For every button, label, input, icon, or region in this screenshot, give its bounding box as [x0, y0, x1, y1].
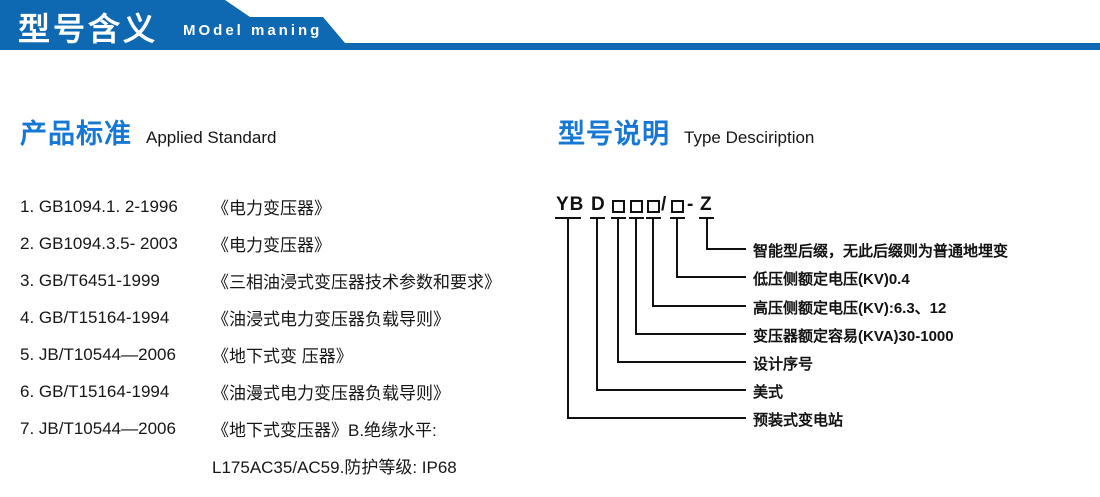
standard-item: 2. GB1094.3.5- 2003 《电力变压器》	[20, 225, 501, 262]
connector-vline-box4	[676, 217, 678, 278]
applied-standard-heading: 产品标准 Applied Standard	[20, 112, 276, 151]
page-title: 型号含义	[18, 11, 159, 47]
code-placeholder-box-3	[647, 200, 660, 213]
connector-hline-5	[617, 361, 746, 363]
applied-standard-heading-en: Applied Standard	[146, 128, 277, 147]
connector-hline-4	[635, 333, 746, 335]
header-banner: 型号含义 MOdel maning	[0, 0, 1100, 52]
standard-item-continuation: L175AC35/AC59.防护等级: IP68	[20, 447, 501, 484]
code-placeholder-box-1	[612, 200, 625, 213]
standard-item: 5. JB/T10544—2006 《地下式变 压器》	[20, 336, 501, 373]
applied-standard-heading-cn: 产品标准	[20, 119, 132, 149]
code-placeholder-box-4	[671, 200, 684, 213]
model-code-prefix: YB	[556, 194, 585, 215]
model-code-d: D	[591, 194, 606, 215]
diagram-label-american-style: 美式	[753, 384, 784, 401]
connector-vline-box2	[635, 217, 637, 335]
standard-title: 《油浸式电力变压器负载导则》	[212, 310, 450, 329]
standard-title: 《地下式变 压器》	[212, 347, 353, 366]
diagram-label-prefabricated-substation: 预装式变电站	[753, 412, 844, 429]
standard-title: 《电力变压器》	[212, 199, 331, 218]
diagram-label-hv-voltage: 高压侧额定电压(KV):6.3、12	[753, 300, 947, 317]
page-subtitle: MOdel maning	[183, 22, 323, 39]
standard-code: 5. JB/T10544—2006	[20, 344, 176, 364]
standard-title: 《油漫式电力变压器负载导则》	[212, 384, 450, 403]
standard-code: 1. GB1094.1. 2-1996	[20, 196, 178, 216]
code-placeholder-box-2	[630, 200, 643, 213]
standard-code: 3. GB/T6451-1999	[20, 270, 160, 290]
standard-code: 6. GB/T15164-1994	[20, 381, 170, 401]
standard-item: 4. GB/T15164-1994 《油浸式电力变压器负载导则》	[20, 299, 501, 336]
model-code-slash: /	[661, 194, 668, 215]
standard-item: 3. GB/T6451-1999 《三相油浸式变压器技术参数和要求》	[20, 262, 501, 299]
connector-vline-yb	[567, 217, 569, 419]
model-naming-diagram: YB D / - Z 智能型后缀，无此后缀则为普通地埋变	[550, 185, 1095, 450]
standard-item: 6. GB/T15164-1994 《油漫式电力变压器负载导则》	[20, 373, 501, 410]
banner-polygon	[0, 0, 1100, 50]
connector-vline-box3	[652, 217, 654, 307]
model-code-dash: -	[687, 194, 695, 215]
standard-code: 7. JB/T10544—2006	[20, 418, 176, 438]
connector-hline-7	[567, 417, 746, 419]
connector-hline-1	[706, 248, 746, 250]
connector-vline-box1	[617, 217, 619, 363]
standard-item: 1. GB1094.1. 2-1996 《电力变压器》	[20, 188, 501, 225]
standard-title: 《电力变压器》	[212, 236, 331, 255]
type-description-heading-en: Type Desciription	[684, 128, 815, 147]
standard-title: 《三相油浸式变压器技术参数和要求》	[212, 273, 501, 292]
standard-code: 4. GB/T15164-1994	[20, 307, 170, 327]
connector-hline-3	[652, 305, 746, 307]
banner-shape	[0, 0, 1100, 50]
connector-hline-2	[676, 276, 746, 278]
type-description-heading-cn: 型号说明	[558, 119, 670, 149]
connector-vline-z	[706, 217, 708, 250]
connector-vline-d	[596, 217, 598, 391]
standards-list: 1. GB1094.1. 2-1996 《电力变压器》 2. GB1094.3.…	[20, 188, 501, 484]
model-code-suffix: Z	[700, 194, 713, 215]
diagram-label-lv-voltage: 低压侧额定电压(KV)0.4	[753, 271, 910, 288]
connector-hline-6	[596, 389, 746, 391]
diagram-label-design-serial: 设计序号	[753, 356, 814, 373]
standard-title: 《地下式变压器》B.绝缘水平:	[212, 421, 437, 440]
type-description-heading: 型号说明 Type Desciription	[558, 112, 814, 151]
standard-item: 7. JB/T10544—2006 《地下式变压器》B.绝缘水平:	[20, 410, 501, 447]
standard-continuation: L175AC35/AC59.防护等级: IP68	[212, 458, 457, 477]
diagram-label-smart-suffix: 智能型后缀，无此后缀则为普通地埋变	[753, 243, 1009, 260]
diagram-label-rated-capacity: 变压器额定容易(KVA)30-1000	[753, 328, 954, 345]
standard-code: 2. GB1094.3.5- 2003	[20, 233, 178, 253]
